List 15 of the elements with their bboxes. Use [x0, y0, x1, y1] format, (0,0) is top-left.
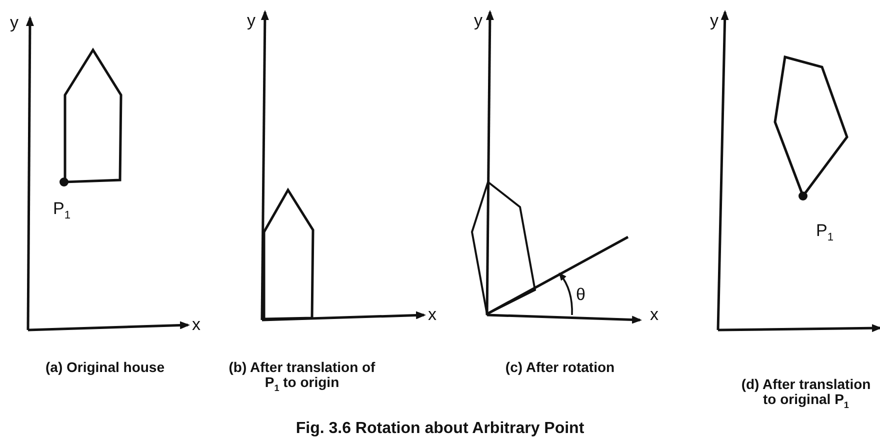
panel-caption: (d) After translation to original P$_{1}$ [740, 377, 872, 410]
panel-caption: (c) After rotation [505, 360, 615, 376]
panel-caption: (b) After translation of P$_{1}$ to origin [228, 360, 376, 394]
figure-caption: Fig. 3.6 Rotation about Arbitrary Point [294, 420, 586, 438]
axis-label: y [10, 14, 18, 33]
axis-label: y [247, 12, 256, 31]
panel-caption: (a) Original house [46, 360, 164, 376]
point-label: P$_{1}$ [816, 222, 834, 244]
axis-label: x [428, 306, 436, 325]
point-label: P$_{1}$ [53, 200, 70, 222]
axis-label: x [650, 306, 658, 325]
axis-label: x [192, 316, 200, 335]
axis-label: y [710, 12, 718, 31]
axis-label: y [474, 12, 482, 31]
angle-label: θ [576, 286, 586, 305]
